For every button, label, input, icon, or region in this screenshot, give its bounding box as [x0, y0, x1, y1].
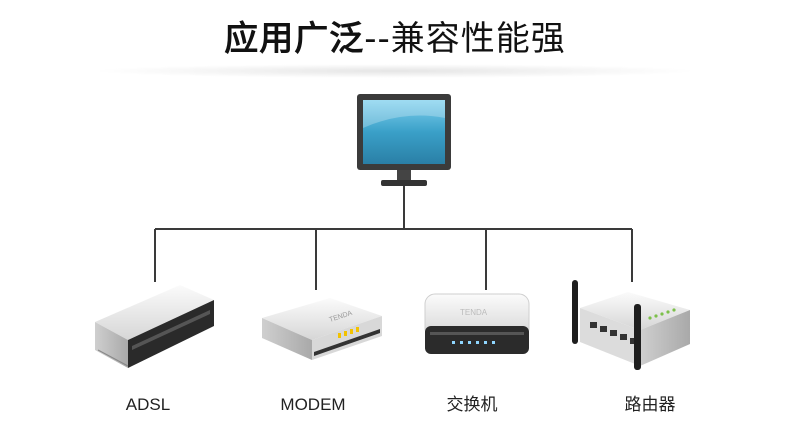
title-subtitle: 兼容性能强 — [390, 19, 566, 59]
antenna-right — [634, 304, 641, 370]
title-main: 应用广泛 — [224, 19, 365, 59]
device-label-router: 路由器 — [624, 395, 676, 414]
title-shadow — [90, 64, 700, 78]
device-label-adsl: ADSL — [125, 395, 171, 414]
switch-icon: TENDA — [424, 293, 530, 354]
connection-lines — [154, 186, 633, 290]
title-separator: -- — [364, 19, 391, 59]
device-label-modem: MODEM — [280, 395, 346, 414]
antenna-left — [572, 280, 578, 344]
monitor-icon — [357, 94, 451, 186]
svg-text:TENDA: TENDA — [460, 308, 488, 317]
modem-icon: TENDA — [262, 298, 382, 360]
adsl-box-icon — [95, 285, 214, 368]
page-title: 应用广泛--兼容性能强 — [0, 14, 790, 64]
device-label-switch: 交换机 — [446, 395, 498, 414]
router-icon — [572, 280, 690, 370]
